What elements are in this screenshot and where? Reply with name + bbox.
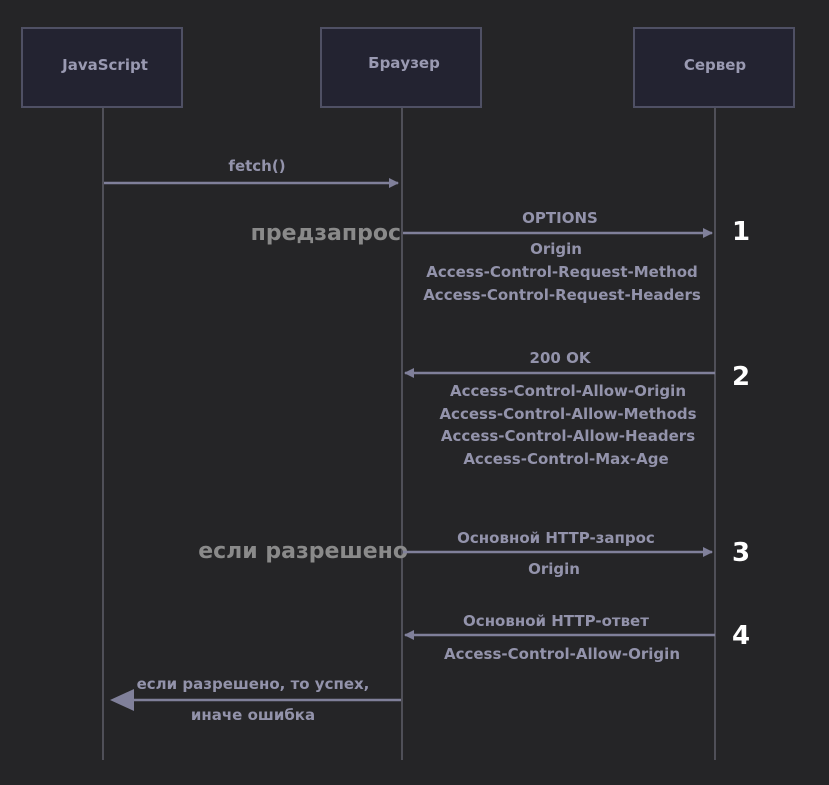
response-header-allow-methods: Access-Control-Allow-Methods [439, 405, 696, 423]
actor-browser: Браузер [320, 27, 482, 108]
response-header-max-age: Access-Control-Max-Age [463, 450, 668, 468]
actor-javascript: JavaScript [21, 27, 183, 108]
message-result-line-1: если разрешено, то успех, [137, 675, 370, 693]
note-if-allowed: если разрешено [198, 539, 408, 564]
message-main-response-label: Основной HTTP-ответ [463, 612, 649, 630]
preflight-header-request-method: Access-Control-Request-Method [426, 263, 698, 281]
response-header-allow-headers: Access-Control-Allow-Headers [441, 427, 695, 445]
message-fetch-label: fetch() [228, 157, 285, 175]
message-result: если разрешено, то успех, иначе ошибка [110, 675, 401, 724]
arrow-result-head [110, 689, 134, 711]
message-main-request: Основной HTTP-запрос Origin [403, 529, 713, 578]
message-main-request-label: Основной HTTP-запрос [457, 529, 655, 547]
message-preflight-response: 200 OK Access-Control-Allow-Origin Acces… [404, 349, 715, 468]
message-fetch: fetch() [104, 157, 399, 188]
preflight-header-origin: Origin [530, 240, 582, 258]
message-preflight-label: OPTIONS [522, 209, 598, 227]
message-main-response: Основной HTTP-ответ Access-Control-Allow… [404, 612, 715, 663]
actor-server-box [633, 27, 795, 108]
note-preflight: предзапрос [251, 221, 401, 246]
actor-server: Сервер [633, 27, 795, 108]
actor-browser-box [320, 27, 482, 108]
step-number-3: 3 [732, 538, 750, 568]
main-request-header-origin: Origin [528, 560, 580, 578]
preflight-header-request-headers: Access-Control-Request-Headers [423, 286, 701, 304]
message-result-line-2: иначе ошибка [191, 706, 315, 724]
message-preflight-response-label: 200 OK [530, 349, 592, 367]
actor-server-label: Сервер [684, 56, 747, 74]
actor-javascript-label: JavaScript [61, 56, 148, 74]
message-preflight: OPTIONS Origin Access-Control-Request-Me… [403, 209, 713, 304]
actor-javascript-box [21, 27, 183, 108]
actor-browser-label: Браузер [368, 54, 440, 72]
step-number-2: 2 [732, 362, 750, 392]
response-header-allow-origin: Access-Control-Allow-Origin [450, 382, 686, 400]
step-number-4: 4 [732, 621, 750, 651]
step-number-1: 1 [732, 217, 750, 247]
main-response-header-allow-origin: Access-Control-Allow-Origin [444, 645, 680, 663]
